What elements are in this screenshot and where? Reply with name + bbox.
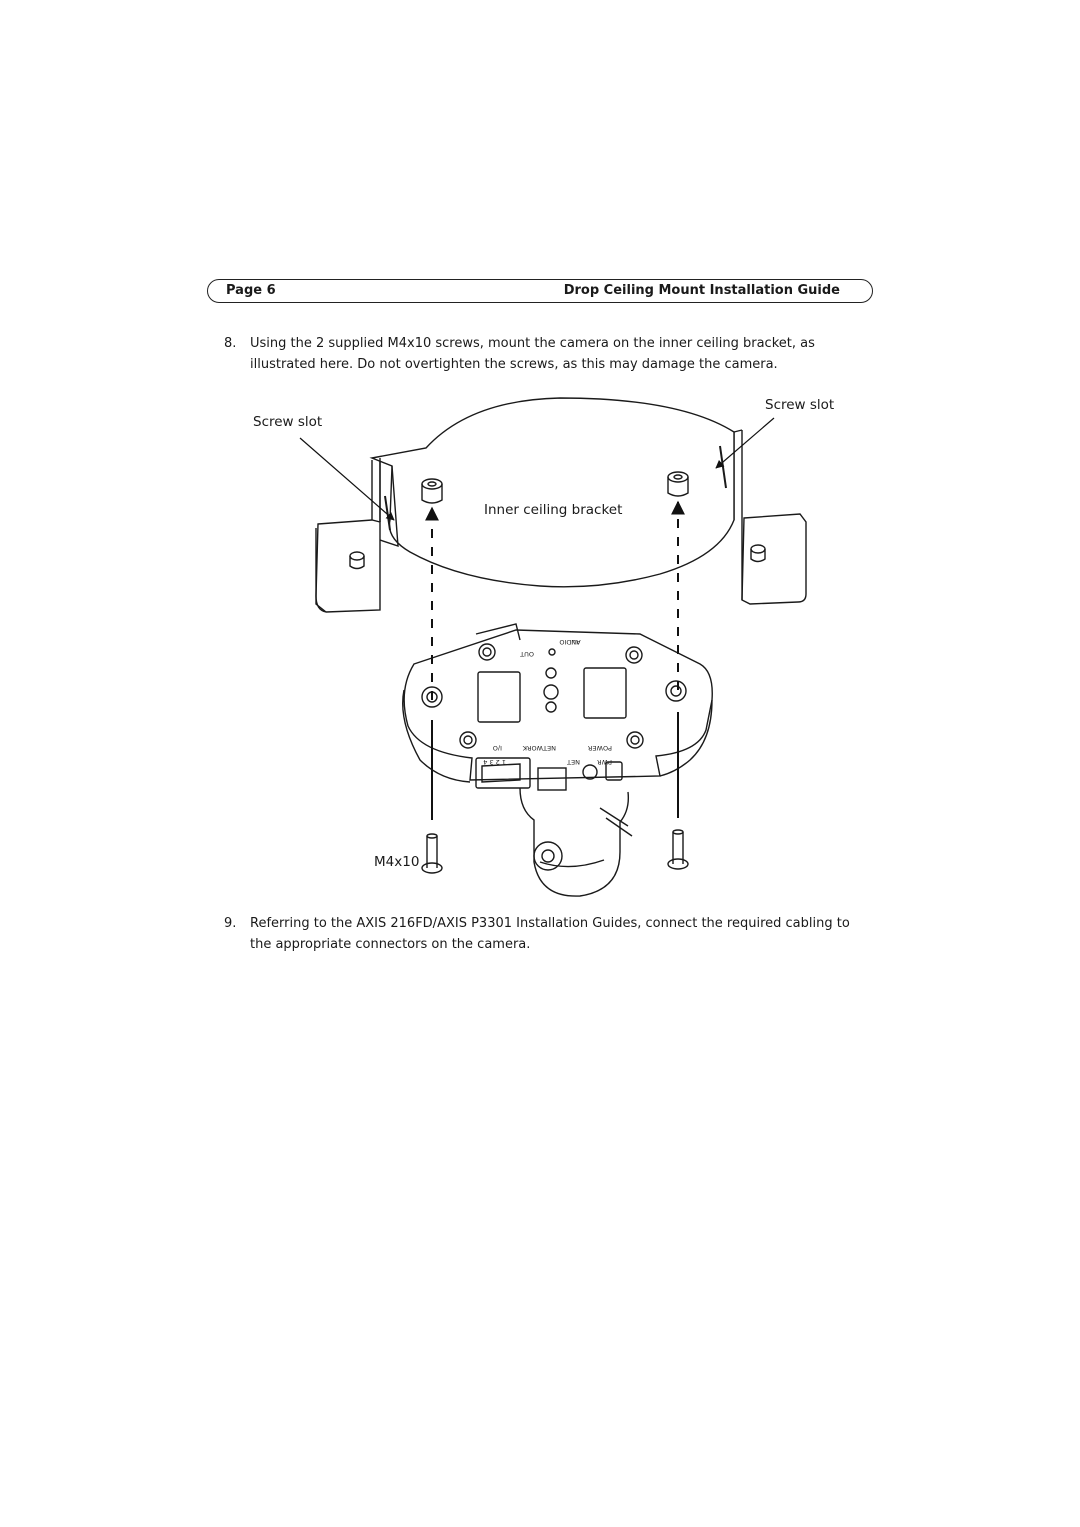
label-power: POWER	[587, 744, 612, 752]
callout-screw-slot-right: Screw slot	[765, 397, 835, 413]
leader-left	[299, 437, 395, 521]
step-text: Referring to the AXIS 216FD/AXIS P3301 I…	[250, 916, 850, 952]
label-pwr: PWR	[597, 758, 612, 766]
callout-screw-slot-left: Screw slot	[253, 414, 323, 430]
leader-right	[715, 417, 775, 469]
bracket-tab-left	[315, 458, 381, 613]
label-net: NET	[567, 758, 580, 766]
label-pins: 1 2 3 4	[483, 758, 506, 766]
label-out: OUT	[520, 650, 534, 658]
bracket-tab-right	[733, 430, 807, 605]
label-io: I/O	[493, 744, 502, 752]
step-number: 8.	[224, 336, 237, 351]
header-bar: Page 6 Drop Ceiling Mount Installation G…	[207, 279, 873, 303]
camera-body	[402, 623, 713, 897]
screw-left	[421, 833, 443, 874]
document-title: Drop Ceiling Mount Installation Guide	[563, 283, 840, 298]
label-in: IN	[571, 638, 578, 646]
step-text: Using the 2 supplied M4x10 screws, mount…	[250, 336, 815, 372]
callout-m4x10: M4x10	[374, 854, 420, 870]
inner-ceiling-bracket	[369, 397, 743, 588]
callout-inner-ceiling-bracket: Inner ceiling bracket	[484, 502, 623, 518]
label-network: NETWORK	[522, 744, 556, 752]
camera-port-labels: AUDIO IN OUT I/O NETWORK POWER NET PWR 1…	[483, 638, 612, 766]
screw-right	[667, 829, 689, 870]
alignment-arrows	[425, 500, 685, 820]
label-audio: AUDIO	[559, 638, 580, 646]
page-number: Page 6	[226, 283, 276, 298]
step-number: 9.	[224, 916, 237, 931]
